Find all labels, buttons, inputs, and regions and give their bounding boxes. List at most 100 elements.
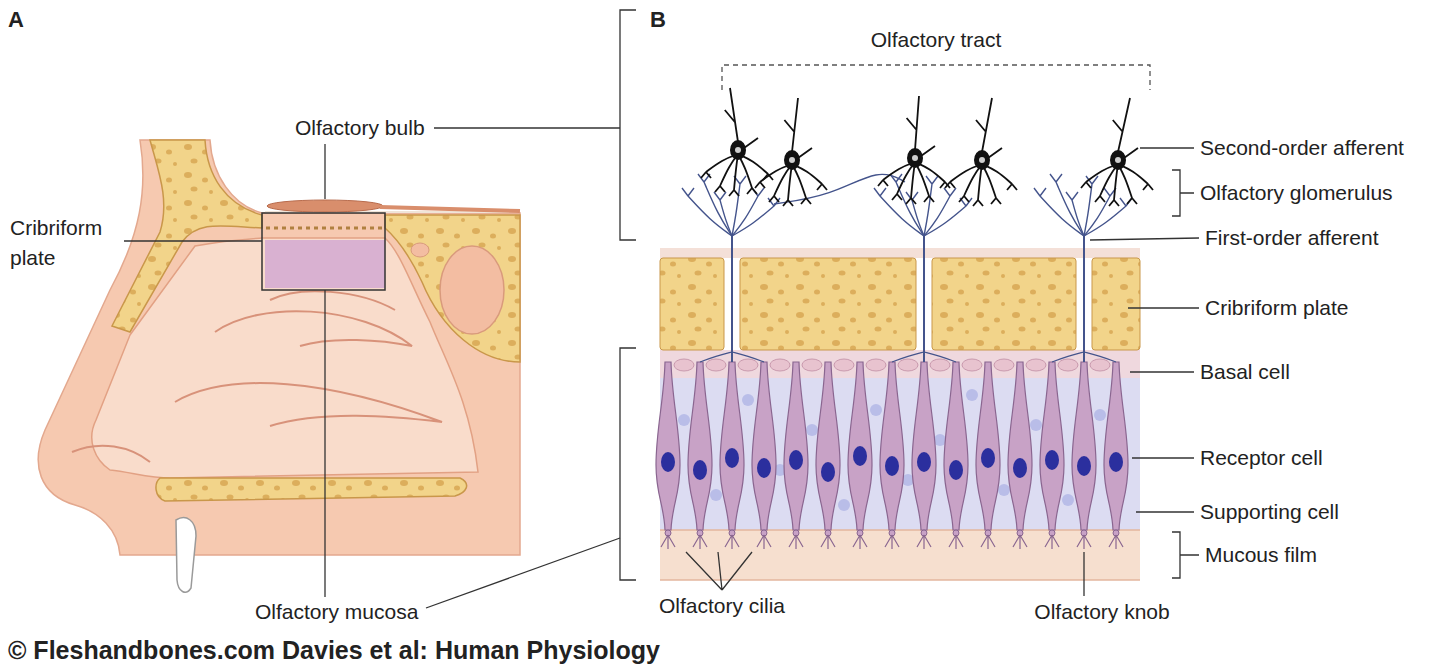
glomerulus-tuft [732,188,764,236]
mitral-cell-soma [907,148,923,168]
receptor-cell-body [720,362,744,530]
supporting-cell-nucleus [806,424,818,436]
basal-cell [834,359,854,371]
receptor-cell-body [912,362,936,530]
supporting-cell-nucleus [678,414,690,426]
tooth [176,518,196,592]
part-label: Olfactory bulb [295,115,425,140]
panel-letter: A [8,7,24,33]
mitral-cell-dendrites [878,96,950,204]
cilia [821,535,835,549]
receptor-nucleus [693,460,707,480]
bracket [620,10,636,240]
basal-cell [898,359,918,371]
basal-cell [994,359,1014,371]
basal-cell [770,359,790,371]
receptor-nucleus [821,462,835,482]
mitral-cell-dendrites [945,98,1017,206]
inferior-concha [175,383,442,426]
part-label: Receptor cell [1200,445,1323,470]
converging-axon [1052,352,1084,362]
first-order-axon [731,236,733,362]
olfactory-tract-shape [380,207,520,211]
receptor-nucleus [1077,456,1091,476]
basal-cell [1026,359,1046,371]
part-label: Basal cell [1200,359,1290,384]
cilia [917,535,931,549]
part-label: Mucous film [1205,542,1317,567]
nostril [72,446,150,462]
glomerulus-tuft [1050,174,1084,236]
receptor-nucleus [661,452,675,472]
cilia [981,535,995,549]
part-label: Cribriform plate [1205,295,1349,320]
first-order-axon [923,236,925,362]
basal-cell [802,359,822,371]
leader-line [124,240,262,241]
supporting-cell-nucleus [934,434,946,446]
cribriform-plate-segment [1092,258,1140,350]
mitral-cell-nucleus [912,155,918,161]
basal-cell [930,359,950,371]
first-order-axon [1083,236,1085,362]
receptor-nucleus [725,448,739,468]
converging-axon [1084,352,1116,362]
glomerulus-tuft [924,198,972,236]
cilia [853,535,867,549]
mitral-cell-soma [730,140,746,160]
cilia [693,535,707,549]
supporting-cell-nucleus [1094,409,1106,421]
cilia [1109,535,1123,549]
mitral-cell-soma [974,150,990,170]
supporting-cell-nucleus [998,484,1010,496]
basal-cell [1090,359,1110,371]
copyright-watermark: © Fleshandbones.com Davies et al: Human … [8,635,660,665]
sinus-cell [411,243,429,257]
leader-line [426,538,620,608]
receptor-cell-body [976,362,1000,530]
receptor-cell-body [752,362,776,530]
leader-line [324,290,325,597]
glomerulus-tuft [714,192,732,236]
mitral-cell-dendrites [1081,98,1153,206]
olfactory-mucosa-area [265,240,385,288]
leader-line [434,127,620,128]
head-tissue [38,140,520,555]
glomerulus-tuft [698,174,732,236]
supporting-cell-nucleus [1030,419,1042,431]
receptor-nucleus [853,446,867,466]
receptor-cell-body [1040,362,1064,530]
leader-line [1136,511,1194,512]
supporting-cell-nucleus [966,389,978,401]
supporting-cell-nucleus [710,489,722,501]
supporting-cell-nucleus [870,404,882,416]
tract-bracket [722,65,1150,90]
leader-line [324,144,325,199]
cilia [1077,535,1091,549]
bracket [620,348,636,580]
mitral-cell-soma [784,150,800,170]
supporting-cell-nucleus [838,499,850,511]
middle-concha [215,311,412,346]
receptor-nucleus [981,448,995,468]
part-label: Olfactory knob [1034,599,1169,624]
leader-line [1140,147,1194,148]
mitral-cell-nucleus [979,157,985,163]
receptor-nucleus [757,458,771,478]
part-label: First-order afferent [1205,225,1379,250]
cilia [661,535,675,549]
cell-layer [656,359,1128,549]
glomerulus-tuft [732,198,780,236]
receptor-nucleus [1045,450,1059,470]
receptor-cell-body [880,362,904,530]
receptor-nucleus [917,452,931,472]
receptor-cell-body [944,362,968,530]
mitral-cell-soma [1110,150,1126,170]
basal-cell [1058,359,1078,371]
mitral-cell-nucleus [789,157,795,163]
receptor-cell-body [784,362,808,530]
glomerulus-tuft [906,192,924,236]
nasal-cavity [92,238,478,478]
glomerulus-tuft [1066,192,1084,236]
